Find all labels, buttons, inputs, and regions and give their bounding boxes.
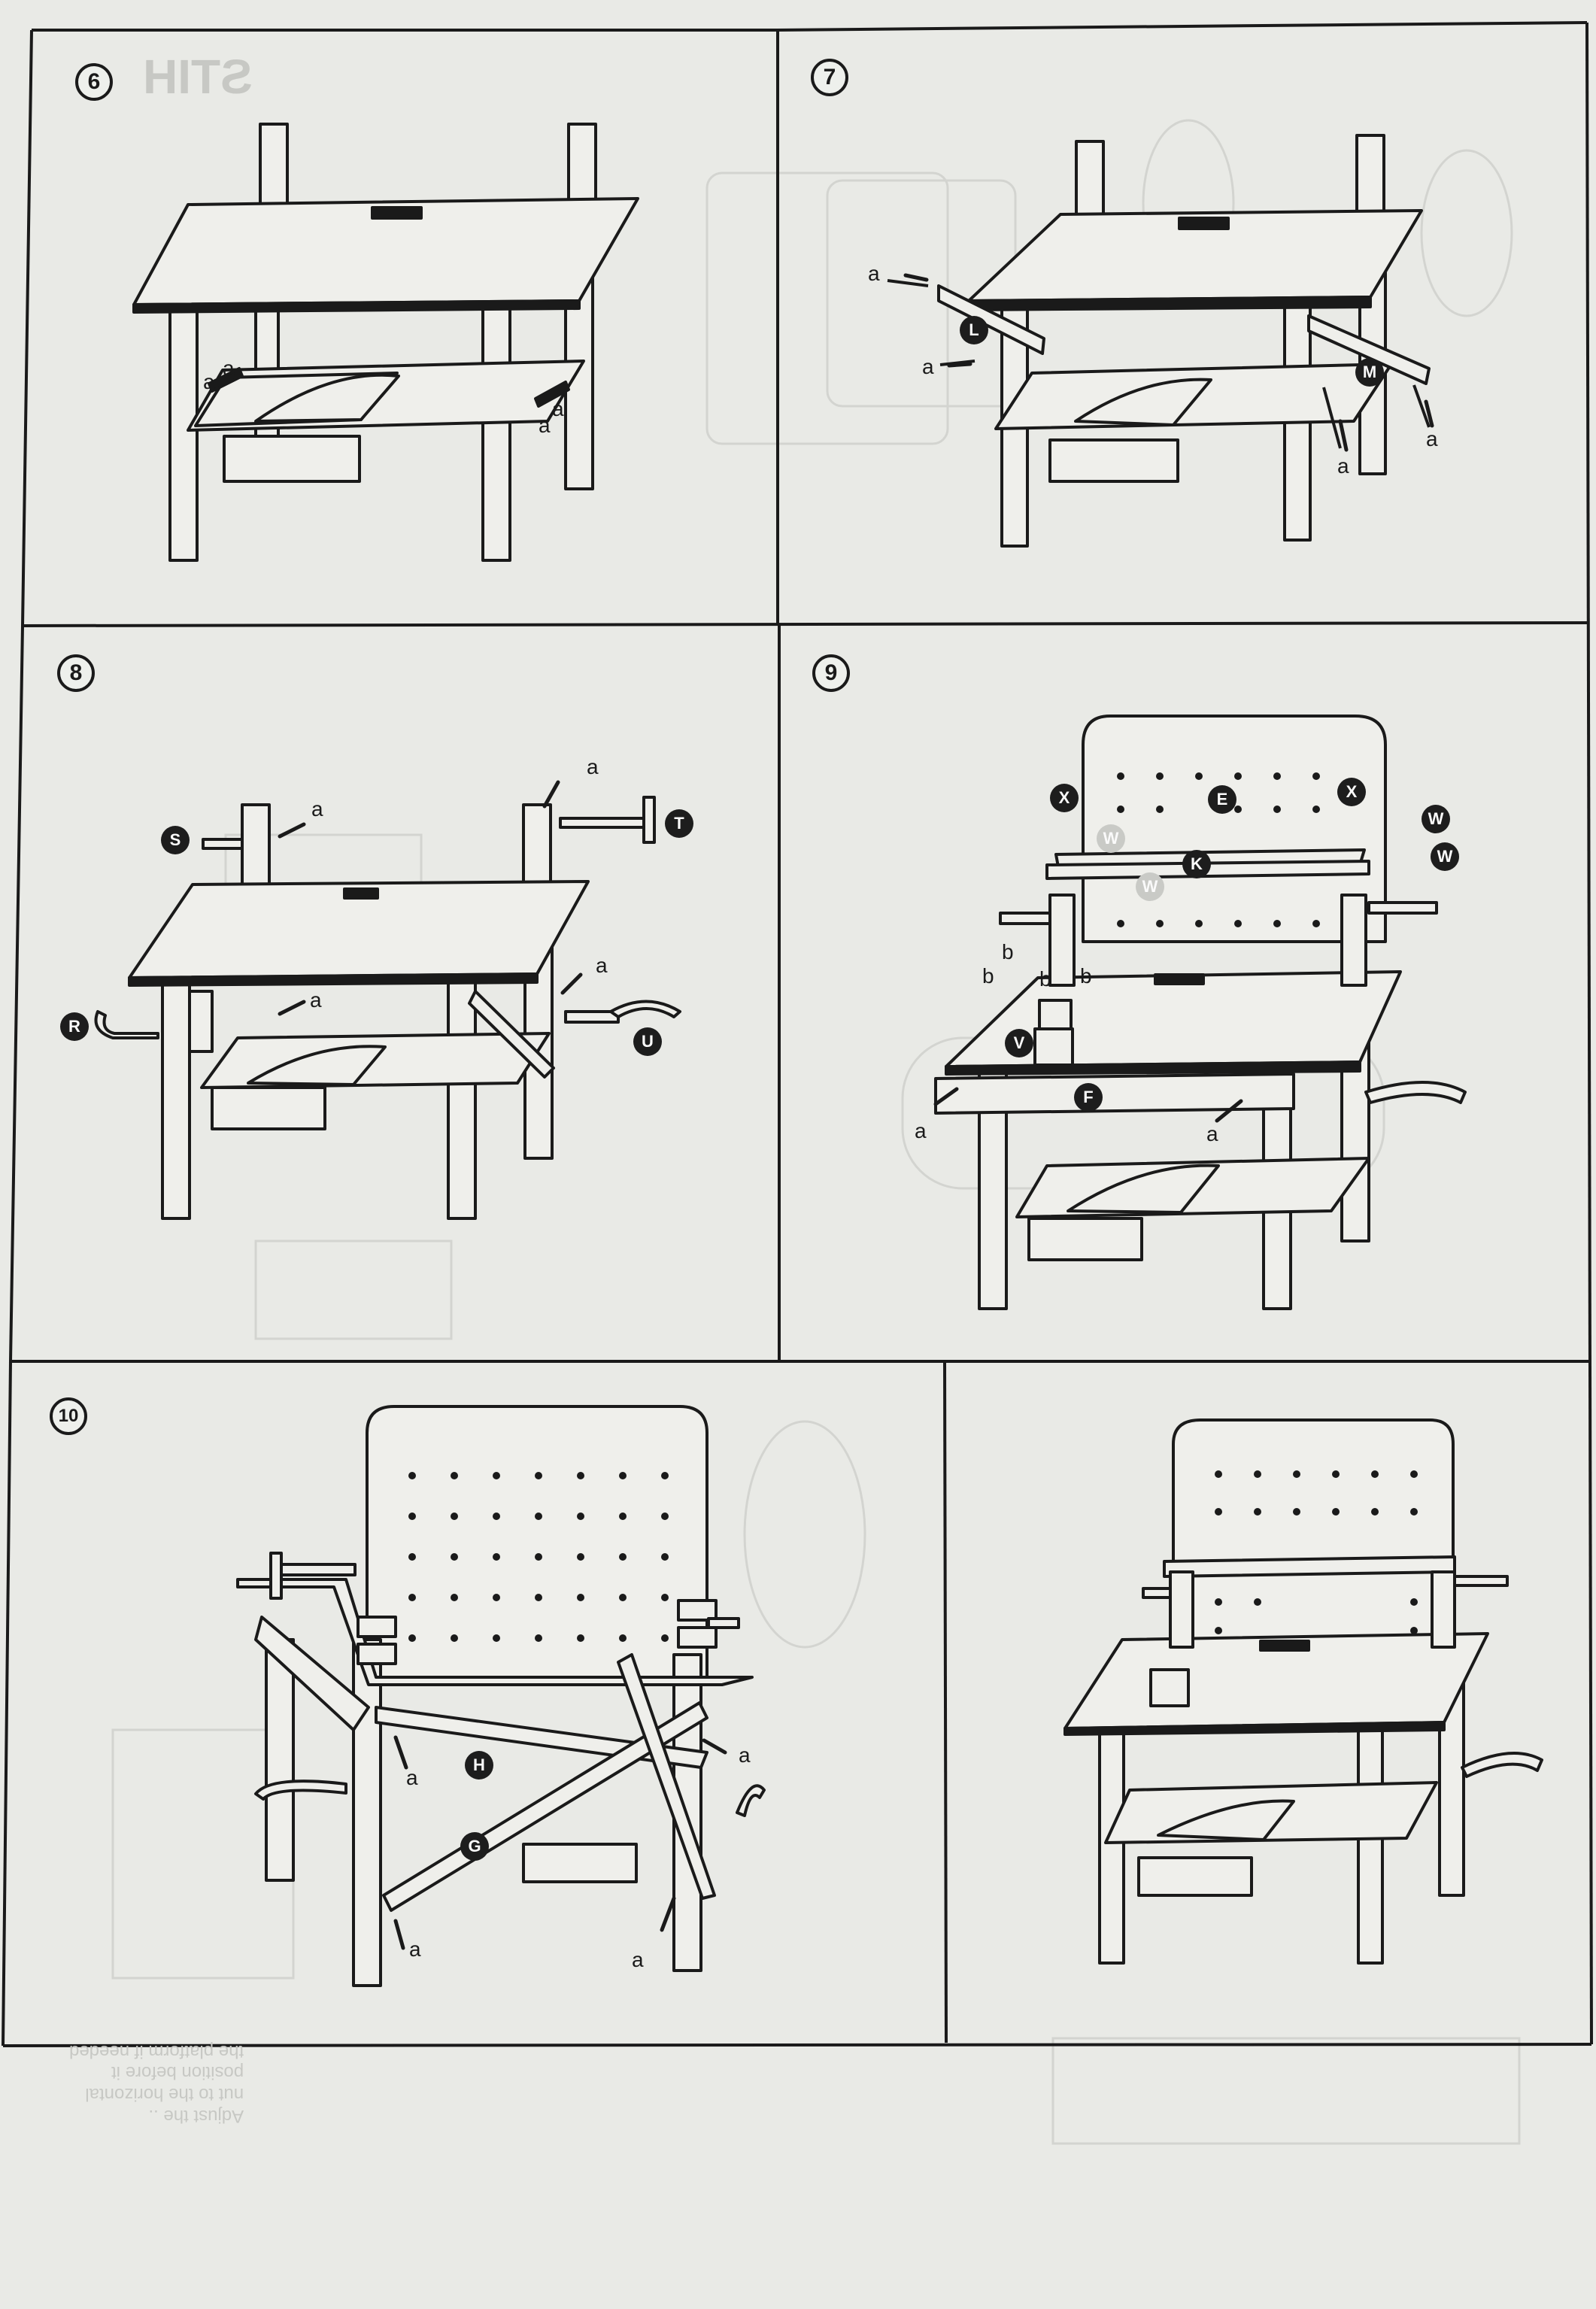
screw-label-a: a [915,1119,927,1142]
screw-label-a: a [632,1948,644,1971]
part-badge-w-4: W [1136,872,1164,901]
screw-label-a: a [587,755,599,778]
step10-drawing [236,1405,766,1987]
part-badge-w-3: W [1097,824,1125,853]
step-number-10: 10 [50,1397,87,1435]
screw-label-b: b [1039,967,1051,991]
step-number-9: 9 [812,654,850,692]
screw-label-a: a [596,954,608,977]
step7-drawing [887,134,1431,548]
part-badge-k: K [1182,850,1211,878]
screw-label-a: a [552,397,564,420]
part-badge-h: H [465,1751,493,1780]
part-badge-v: V [1005,1029,1033,1057]
screw-label-a: a [1206,1122,1218,1145]
bleed-through-heading: STIH [143,50,253,104]
pegboard-holes [408,772,1418,1642]
part-badge-f: F [1074,1083,1103,1112]
part-badge-x-left: X [1050,784,1079,812]
part-badge-x-right: X [1337,778,1366,806]
screw-label-a: a [203,370,215,393]
part-badge-e: E [1208,785,1236,814]
step9-drawing [934,715,1467,1310]
screw-label-a: a [1426,427,1438,451]
part-badge-r: R [60,1012,89,1041]
step6-drawing [132,123,639,562]
part-badge-w-2: W [1431,842,1459,871]
step8-drawing [94,796,681,1220]
screw-label-b: b [1080,964,1092,988]
final-drawing [1063,1418,1543,1965]
part-badge-m: M [1355,358,1384,387]
screw-label-a: a [539,414,551,437]
part-badge-u: U [633,1027,662,1056]
part-badge-t: T [665,809,693,838]
step-number-8: 8 [57,654,95,692]
screw-label-a: a [223,357,235,380]
screw-marks [278,273,1434,1950]
step-number-7: 7 [811,59,848,96]
screw-label-a: a [406,1766,418,1789]
part-badge-w-1: W [1422,805,1450,833]
screw-label-a: a [311,797,323,821]
screw-label-a: a [1337,454,1349,478]
screw-label-b: b [982,964,994,988]
step-number-6: 6 [75,63,113,101]
part-badge-l: L [960,316,988,344]
screw-label-a: a [739,1743,751,1767]
screw-label-a: a [922,355,934,378]
screw-label-a: a [310,988,322,1012]
panel-frame [2,21,1593,2047]
screw-label-a: a [409,1937,421,1961]
part-badge-s: S [161,826,190,854]
part-badge-g: G [460,1832,489,1861]
screw-label-b: b [1002,940,1014,963]
bleed-through-note: Adjust the .. nut to the horizontal posi… [69,2040,244,2127]
screw-label-a: a [868,262,880,285]
